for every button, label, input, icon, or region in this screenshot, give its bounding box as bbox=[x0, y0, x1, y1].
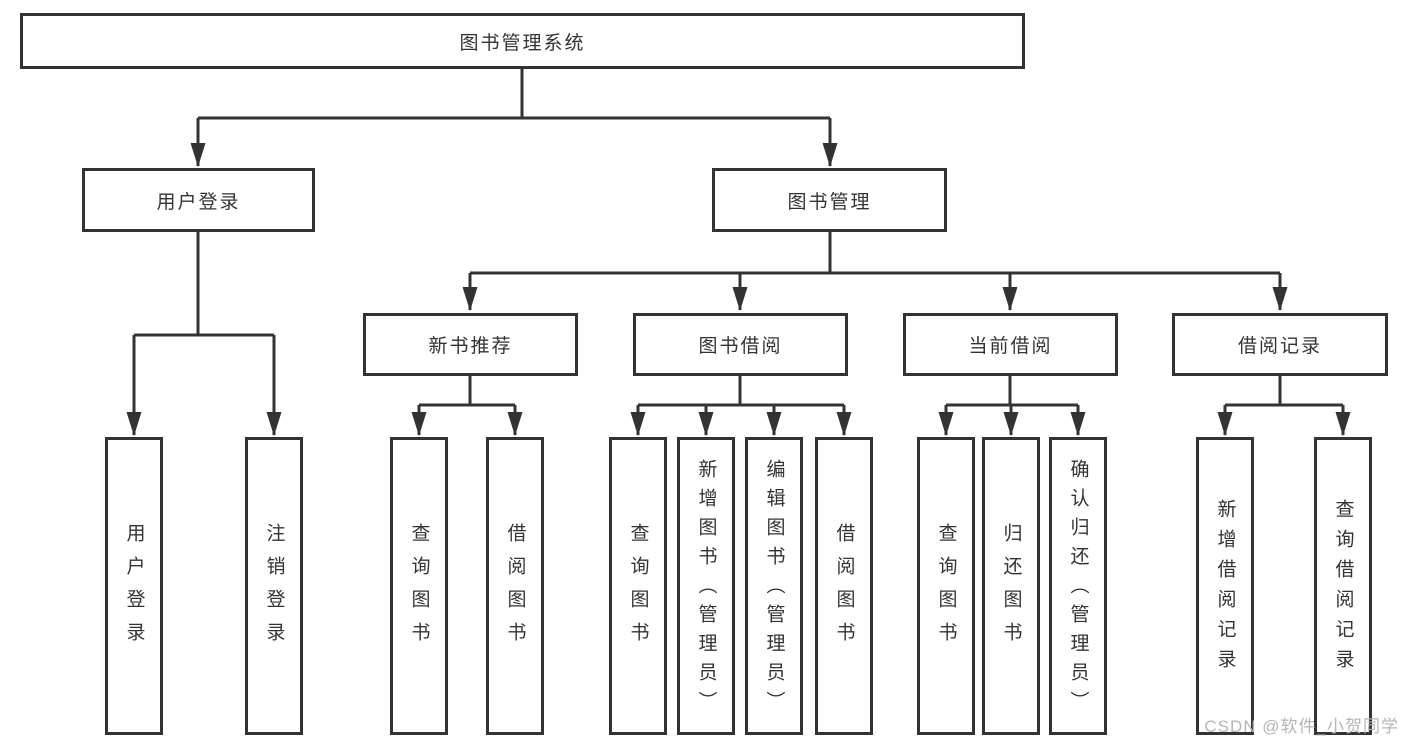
node-leaf-edit-books-admin: 编辑图书（管理员） bbox=[745, 437, 803, 735]
node-book-borrow: 图书借阅 bbox=[633, 313, 848, 376]
connector-book-borrow-children bbox=[630, 376, 852, 436]
node-new-book-recommend: 新书推荐 bbox=[363, 313, 578, 376]
node-leaf-query-borrow-record: 查询借阅记录 bbox=[1314, 437, 1372, 735]
node-current-borrow: 当前借阅 bbox=[903, 313, 1118, 376]
watermark: CSDN @软件_小贺同学 bbox=[1204, 717, 1399, 736]
connector-current-borrow-children bbox=[938, 376, 1086, 436]
connector-user-login-children bbox=[126, 232, 282, 436]
node-leaf-borrow-books: 借阅图书 bbox=[815, 437, 873, 735]
node-leaf-confirm-return-admin: 确认归还（管理员） bbox=[1049, 437, 1107, 735]
connector-new-book-recommend-children bbox=[411, 376, 523, 436]
node-leaf-logout: 注销登录 bbox=[245, 437, 303, 735]
node-library-management-system: 图书管理系统 bbox=[20, 13, 1025, 69]
node-borrow-record: 借阅记录 bbox=[1172, 313, 1388, 376]
node-leaf-query-books-current: 查询图书 bbox=[917, 437, 975, 735]
node-leaf-query-books-recommend: 查询图书 bbox=[390, 437, 448, 735]
node-leaf-add-borrow-record: 新增借阅记录 bbox=[1196, 437, 1254, 735]
connector-borrow-record-children bbox=[1217, 376, 1351, 436]
connector-book-management-children bbox=[462, 232, 1288, 311]
node-leaf-add-books-admin: 新增图书（管理员） bbox=[677, 437, 735, 735]
node-book-management: 图书管理 bbox=[712, 168, 947, 232]
node-user-login: 用户登录 bbox=[82, 168, 315, 232]
connector-root-to-level2 bbox=[190, 69, 838, 167]
node-leaf-user-login: 用户登录 bbox=[105, 437, 163, 735]
node-leaf-query-books-borrow: 查询图书 bbox=[609, 437, 667, 735]
node-leaf-borrow-books-recommend: 借阅图书 bbox=[486, 437, 544, 735]
node-leaf-return-books: 归还图书 bbox=[982, 437, 1040, 735]
